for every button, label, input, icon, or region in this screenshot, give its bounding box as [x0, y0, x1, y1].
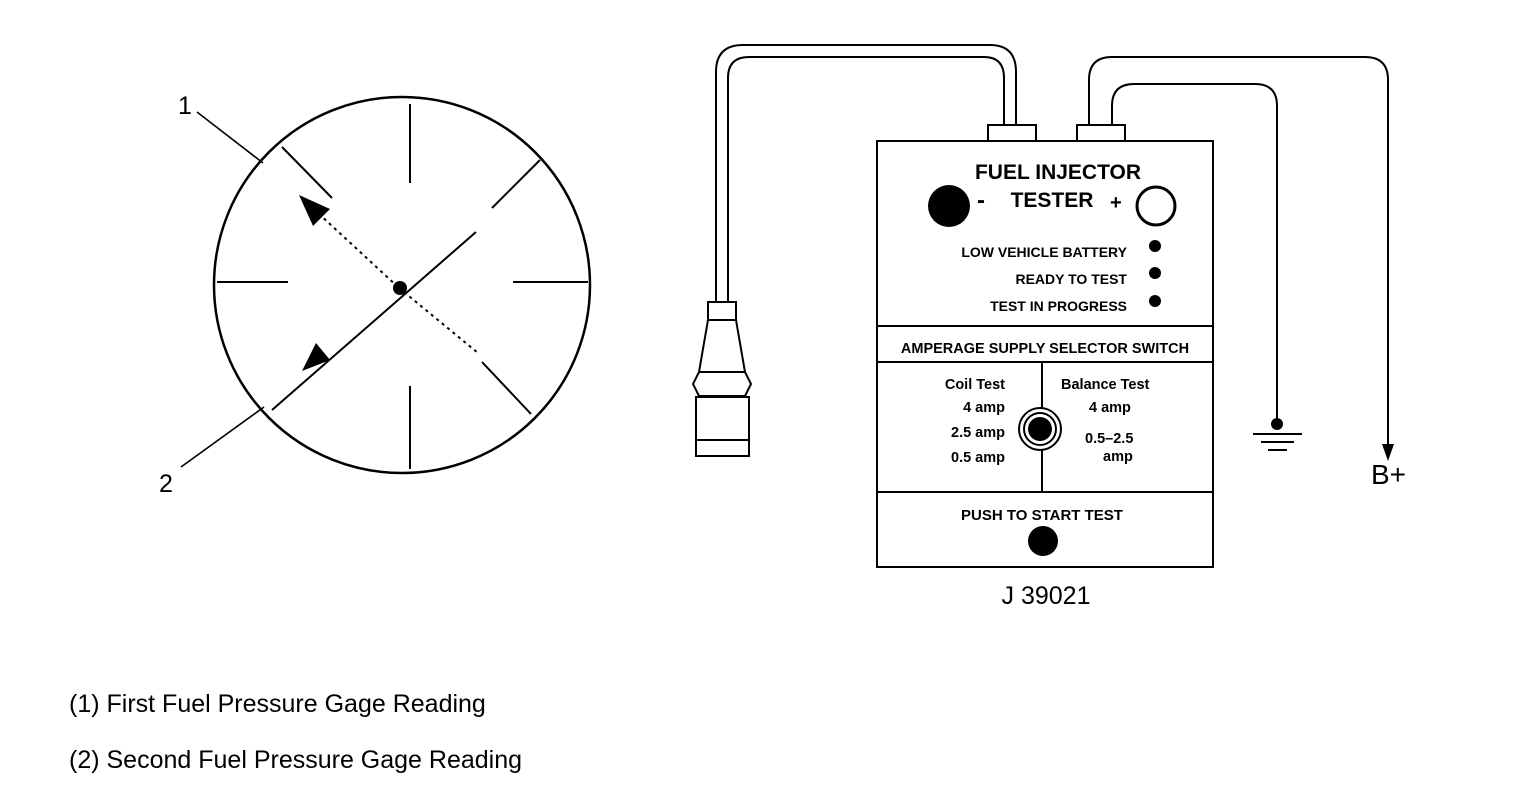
indicator-led-ready	[1149, 267, 1161, 279]
coil-option-0-5amp: 0.5 amp	[951, 450, 1005, 466]
indicator-label-in-progress: TEST IN PROGRESS	[990, 298, 1127, 314]
tester-title-line2: TESTER	[1011, 189, 1094, 212]
selector-switch-title: AMPERAGE SUPPLY SELECTOR SWITCH	[901, 341, 1189, 357]
callout-2-label: 2	[159, 470, 173, 498]
negative-terminal-jack[interactable]	[928, 185, 970, 227]
cable-port-left	[987, 124, 1037, 143]
injector-harness-connector[interactable]	[691, 301, 753, 457]
balance-test-header: Balance Test	[1061, 377, 1150, 393]
fuel-pressure-gage	[180, 95, 592, 475]
gage-tick-marks	[217, 104, 588, 469]
injector-cable	[715, 44, 1017, 304]
indicator-label-ready: READY TO TEST	[1015, 271, 1127, 287]
coil-option-4amp: 4 amp	[963, 400, 1005, 416]
battery-positive-label: B+	[1371, 459, 1406, 490]
balance-option-range-unit: amp	[1103, 449, 1133, 465]
power-cables	[1088, 56, 1389, 446]
battery-lead-arrow	[1382, 444, 1394, 461]
callout-1-leader	[196, 111, 264, 164]
indicator-led-low-battery	[1149, 240, 1161, 252]
callout-1-label: 1	[178, 92, 192, 120]
ground-symbol	[1253, 418, 1302, 451]
positive-sign: +	[1110, 192, 1122, 214]
callout-2-leader	[180, 406, 265, 468]
positive-terminal-jack[interactable]	[1135, 185, 1177, 227]
tester-title-line1: FUEL INJECTOR	[975, 161, 1141, 184]
second-reading-needle	[271, 231, 477, 411]
cable-port-right	[1076, 124, 1126, 143]
balance-option-4amp: 4 amp	[1089, 400, 1131, 416]
caption-first-reading: (1) First Fuel Pressure Gage Reading	[69, 690, 486, 718]
amperage-selector-knob[interactable]	[1018, 407, 1062, 451]
coil-option-2-5amp: 2.5 amp	[951, 425, 1005, 441]
tester-part-number: J 39021	[1002, 582, 1091, 610]
negative-sign: -	[977, 187, 985, 214]
caption-second-reading: (2) Second Fuel Pressure Gage Reading	[69, 746, 523, 774]
second-reading-arrowhead	[302, 343, 330, 371]
start-test-button[interactable]	[1028, 526, 1058, 556]
push-to-start-label: PUSH TO START TEST	[961, 507, 1123, 524]
coil-test-header: Coil Test	[945, 377, 1005, 393]
gage-dial	[212, 95, 592, 475]
first-reading-tail	[403, 291, 479, 354]
first-reading-needle	[317, 212, 399, 288]
indicator-led-in-progress	[1149, 295, 1161, 307]
balance-option-range: 0.5–2.5	[1085, 431, 1133, 447]
first-reading-arrowhead	[299, 195, 330, 226]
indicator-label-low-battery: LOW VEHICLE BATTERY	[961, 244, 1127, 260]
gage-center-pivot	[393, 281, 407, 295]
